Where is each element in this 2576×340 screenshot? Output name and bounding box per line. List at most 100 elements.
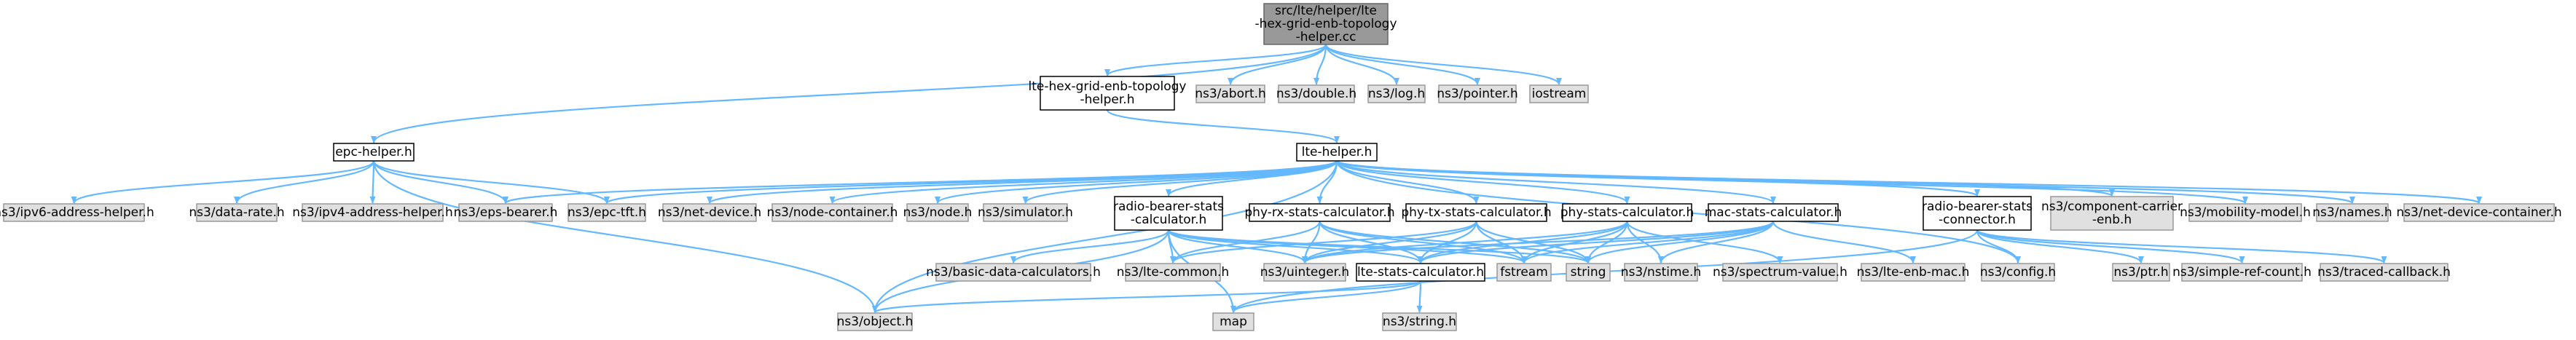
edge-lte-helper-to-ns3-net-device: [707, 159, 1338, 205]
node-label-ns3-log-0: ns3/log.h: [1368, 87, 1425, 101]
node-root[interactable]: src/lte/helper/lte-hex-grid-enb-topology…: [1254, 3, 1397, 45]
node-box-ns3-spectrum: [1722, 263, 1838, 282]
node-label-phy-stats-0: phy-stats-calculator.h: [1560, 205, 1694, 220]
node-lte-stats-calc[interactable]: lte-stats-calculator.h: [1356, 263, 1485, 282]
node-iostream: iostream: [1529, 84, 1589, 103]
node-phy-stats[interactable]: phy-stats-calculator.h: [1560, 203, 1694, 222]
node-ns3-mobility: ns3/mobility-model.h: [2180, 203, 2311, 222]
node-box-lte-stats-calc: [1356, 263, 1485, 282]
edge-epc-helper-to-ns3-ipv6: [71, 160, 375, 204]
edge-phy-rx-to-fstream: [1319, 221, 1527, 264]
node-box-ns3-ipv6: [3, 203, 145, 222]
node-box-ns3-ipv4: [302, 203, 444, 222]
edge-mac-stats-to-ns3-nstime: [1658, 221, 1775, 264]
node-label-root-1: -hex-grid-enb-topology: [1254, 17, 1397, 31]
edge-epc-helper-to-ns3-data-rate: [234, 160, 375, 204]
node-label-iostream-0: iostream: [1532, 87, 1587, 101]
node-box-root: [1263, 3, 1389, 45]
node-map: map: [1212, 312, 1254, 331]
edge-rb-stats-calc-to-ns3-basic-dc: [1010, 229, 1170, 264]
edge-lte-helper-to-phy-tx: [1335, 160, 1480, 204]
node-epc-helper[interactable]: epc-helper.h: [333, 143, 415, 162]
node-box-ns3-string: [1382, 312, 1457, 331]
node-ns3-simple-ref: ns3/simple-ref-count.h: [2172, 263, 2312, 282]
node-ns3-uinteger: ns3/uinteger.h: [1260, 263, 1349, 282]
edge-rb-stats-calc-to-string: [1167, 229, 1591, 264]
node-ns3-pointer: ns3/pointer.h: [1437, 84, 1518, 103]
edge-rb-stats-conn-to-ns3-simple-ref: [1976, 229, 2245, 264]
node-mac-stats[interactable]: mac-stats-calculator.h: [1705, 203, 1842, 222]
node-label-rb-stats-conn-1: -connector.h: [1939, 213, 2016, 227]
node-ns3-data-rate: ns3/data-rate.h: [189, 203, 285, 222]
node-label-ns3-node-0: ns3/node.h: [903, 205, 973, 220]
node-ns3-lte-common: ns3/lte-common.h: [1117, 263, 1229, 282]
node-box-lte-hex-grid: [1040, 76, 1175, 111]
edge-root-to-ns3-double: [1313, 44, 1327, 85]
node-ns3-ndc: ns3/net-device-container.h: [2396, 203, 2562, 222]
node-string: string: [1566, 263, 1611, 282]
edge-epc-helper-to-ns3-eps-bearer: [372, 160, 508, 204]
node-ns3-log: ns3/log.h: [1367, 84, 1426, 103]
edge-lte-hex-grid-to-lte-helper: [1106, 109, 1340, 144]
edge-rb-stats-conn-to-ns3-config: [1976, 229, 2021, 264]
node-ns3-lte-enb-mac: ns3/lte-enb-mac.h: [1857, 263, 1969, 282]
node-box-ns3-mobility: [2188, 203, 2302, 222]
node-label-ns3-nstime-0: ns3/nstime.h: [1621, 265, 1701, 280]
edge-epc-helper-to-ns3-epc-tft: [372, 160, 610, 204]
node-lte-hex-grid[interactable]: lte-hex-grid-enb-topology-helper.h: [1029, 76, 1187, 111]
node-box-ns3-lte-enb-mac: [1861, 263, 1966, 282]
node-box-map: [1212, 312, 1254, 331]
node-ns3-config: ns3/config.h: [1980, 263, 2056, 282]
node-box-ns3-config: [1981, 263, 2055, 282]
node-rb-stats-conn[interactable]: radio-bearer-stats-connector.h: [1922, 196, 2033, 231]
node-box-phy-tx: [1405, 203, 1547, 222]
edge-lte-stats-calc-to-ns3-object: [872, 280, 1422, 314]
edge-root-to-ns3-abort: [1228, 44, 1327, 85]
node-rb-stats-calc[interactable]: radio-bearer-stats-calculator.h: [1113, 196, 1224, 231]
node-box-ns3-nstime: [1624, 263, 1698, 282]
node-phy-rx[interactable]: phy-rx-stats-calculator.h: [1244, 203, 1395, 222]
edge-lte-helper-to-ns3-node-container: [829, 159, 1338, 205]
edge-epc-helper-to-ns3-object: [372, 160, 878, 313]
node-label-string-0: string: [1571, 265, 1606, 280]
node-box-ns3-names: [2316, 203, 2389, 222]
node-label-lte-helper-0: lte-helper.h: [1302, 145, 1373, 159]
node-box-ns3-ptr: [2112, 263, 2170, 282]
edge-rb-stats-calc-to-lte-stats-calc: [1167, 229, 1424, 264]
node-box-ns3-uinteger: [1263, 263, 1346, 282]
node-box-ns3-basic-dc: [935, 263, 1091, 282]
node-label-fstream-0: fstream: [1500, 265, 1548, 280]
node-label-phy-tx-0: phy-tx-stats-calculator.h: [1401, 205, 1551, 220]
edge-lte-helper-to-rb-stats-calc: [1166, 160, 1338, 197]
node-lte-helper[interactable]: lte-helper.h: [1296, 143, 1378, 162]
node-label-rb-stats-calc-0: radio-bearer-stats: [1113, 199, 1224, 214]
node-label-ns3-ccenb-0: ns3/component-carrier: [2041, 199, 2183, 214]
edge-lte-helper-to-ns3-ndc: [1335, 159, 2482, 205]
node-label-ns3-ipv6-0: ns3/ipv6-address-helper.h: [0, 205, 154, 220]
edge-mac-stats-to-fstream: [1521, 221, 1775, 264]
node-label-root-0: src/lte/helper/lte: [1275, 4, 1377, 18]
node-label-ns3-double-0: ns3/double.h: [1276, 87, 1356, 101]
node-fstream: fstream: [1496, 263, 1552, 282]
node-label-phy-rx-0: phy-rx-stats-calculator.h: [1244, 205, 1394, 220]
node-box-epc-helper: [333, 143, 415, 162]
node-box-phy-stats: [1562, 203, 1692, 222]
node-box-fstream: [1496, 263, 1552, 282]
node-label-ns3-ipv4-0: ns3/ipv4-address-helper.h: [292, 205, 452, 220]
node-label-ns3-epc-tft-0: ns3/epc-tft.h: [568, 205, 646, 220]
edge-phy-stats-to-ns3-spectrum: [1626, 221, 1783, 264]
node-label-lte-stats-calc-0: lte-stats-calculator.h: [1357, 265, 1484, 280]
node-label-ns3-simple-ref-0: ns3/simple-ref-count.h: [2172, 265, 2312, 280]
node-box-ns3-object: [837, 312, 913, 331]
edge-lte-helper-to-ns3-object: [872, 160, 1338, 313]
edge-root-to-lte-hex-grid: [1104, 44, 1327, 77]
node-label-ns3-config-0: ns3/config.h: [1980, 265, 2056, 280]
node-label-ns3-ccenb-1: -enb.h: [2092, 213, 2132, 227]
node-ns3-names: ns3/names.h: [2312, 203, 2392, 222]
node-phy-tx[interactable]: phy-tx-stats-calculator.h: [1401, 203, 1552, 222]
node-box-ns3-abort: [1195, 84, 1265, 103]
edge-root-to-iostream: [1324, 44, 1562, 85]
node-label-ns3-net-device-0: ns3/net-device.h: [658, 205, 761, 220]
node-box-ns3-traced-cb: [2320, 263, 2449, 282]
